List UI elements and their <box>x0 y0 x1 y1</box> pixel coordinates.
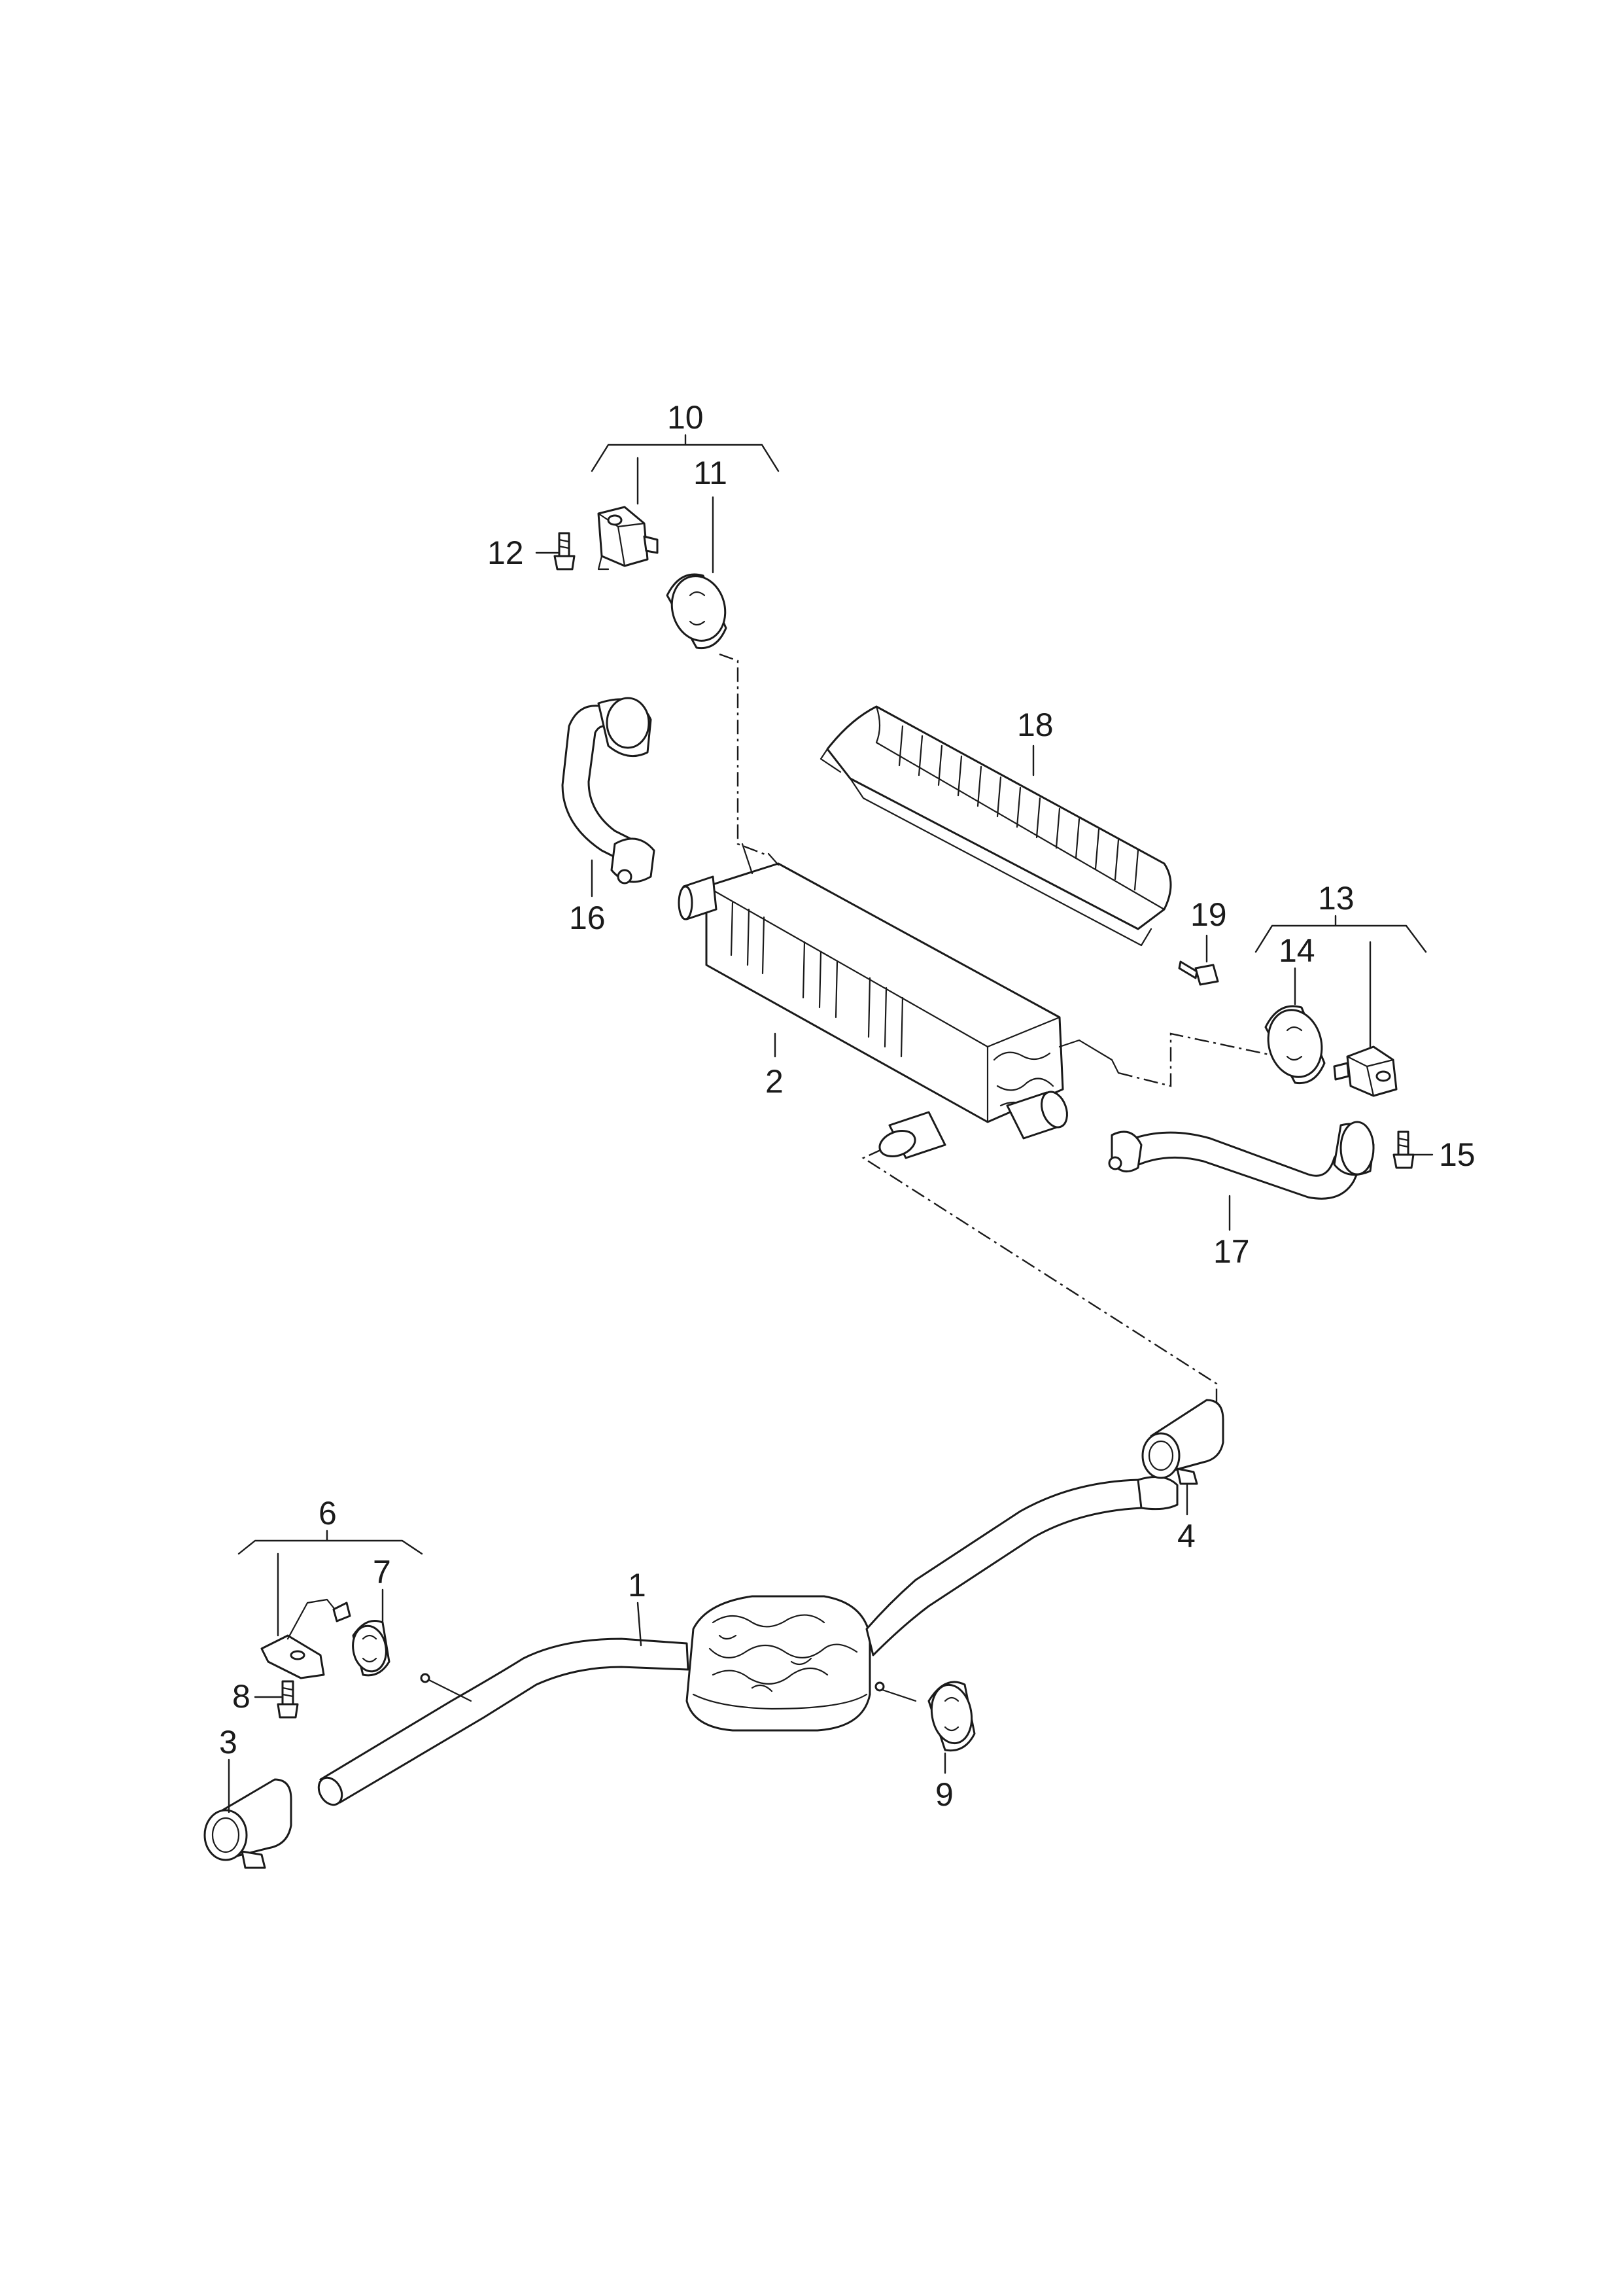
bolt-8 <box>277 1680 299 1719</box>
dash-lines <box>719 653 1279 1407</box>
callout-19: 19 <box>1190 896 1227 933</box>
callout-4: 4 <box>1177 1518 1196 1554</box>
rubber-mount-11 <box>666 573 727 650</box>
callout-7: 7 <box>373 1554 391 1590</box>
bolt-12 <box>553 532 576 570</box>
clamp-front <box>203 1778 292 1869</box>
callout-18: 18 <box>1017 707 1054 743</box>
rubber-mount-14 <box>1264 1005 1326 1085</box>
heat-shield <box>820 705 1172 947</box>
rubber-mount-rear <box>927 1681 976 1752</box>
rubber-mount-front <box>352 1620 390 1677</box>
bracket-front <box>260 1598 351 1679</box>
callout-16: 16 <box>569 900 606 936</box>
leaders <box>228 434 1434 1813</box>
callout-2: 2 <box>765 1063 784 1100</box>
bracket-13 <box>1333 1045 1398 1097</box>
callout-14: 14 <box>1279 932 1315 969</box>
front-pipe-with-center-muffler <box>317 1476 1179 1806</box>
tail-pipe-left <box>561 697 655 885</box>
screw-19 <box>1178 960 1219 986</box>
callout-11: 11 <box>693 455 727 491</box>
callout-9: 9 <box>935 1776 954 1813</box>
callout-17: 17 <box>1213 1233 1250 1270</box>
bracket-10 <box>597 506 659 570</box>
callout-1: 1 <box>628 1567 646 1603</box>
tail-pipe-right <box>1108 1121 1375 1200</box>
callout-12: 12 <box>487 534 524 571</box>
rear-muffler <box>678 843 1120 1159</box>
callout-10: 10 <box>667 399 704 436</box>
callout-labels: 1 2 3 4 6 7 8 9 10 11 12 13 14 15 16 17 … <box>219 399 1476 1813</box>
clamp-rear <box>1141 1399 1224 1485</box>
callout-3: 3 <box>219 1724 237 1761</box>
callout-13: 13 <box>1318 880 1355 917</box>
callout-15: 15 <box>1439 1136 1476 1173</box>
callout-8: 8 <box>232 1678 251 1715</box>
bolt-15 <box>1392 1130 1415 1169</box>
callout-6: 6 <box>319 1495 337 1532</box>
